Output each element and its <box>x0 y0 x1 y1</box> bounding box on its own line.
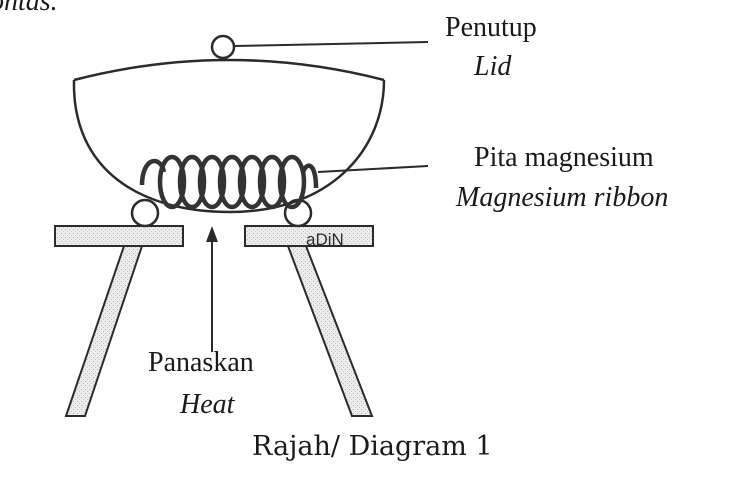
crucible-lid <box>73 58 385 82</box>
label-heat-malay: Panaskan <box>148 347 254 378</box>
label-ribbon-malay: Pita magnesium <box>474 142 654 173</box>
diagram-caption: Rajah/ Diagram 1 <box>252 431 493 462</box>
label-lid-malay: Penutup <box>445 12 537 43</box>
ribbon-leader-line <box>317 165 429 173</box>
tripod-leg-right <box>286 245 374 417</box>
lid-knob-icon <box>210 34 236 60</box>
heat-arrow-head <box>206 226 218 242</box>
label-lid-english: Lid <box>474 51 512 82</box>
lid-leader-line <box>233 41 429 47</box>
cut-off-text-fragment: ontas. <box>0 0 58 17</box>
label-heat-english: Heat <box>180 389 235 420</box>
tripod-leg-left <box>64 245 144 417</box>
tripod-bar-right <box>244 225 374 247</box>
tripod-bar-left <box>54 225 184 247</box>
label-ribbon-english: Magnesium ribbon <box>456 182 669 213</box>
crucible <box>72 79 386 214</box>
magnesium-ribbon-coil <box>139 154 319 210</box>
watermark-text: aDiN <box>306 230 344 249</box>
support-roller-left <box>130 198 160 228</box>
